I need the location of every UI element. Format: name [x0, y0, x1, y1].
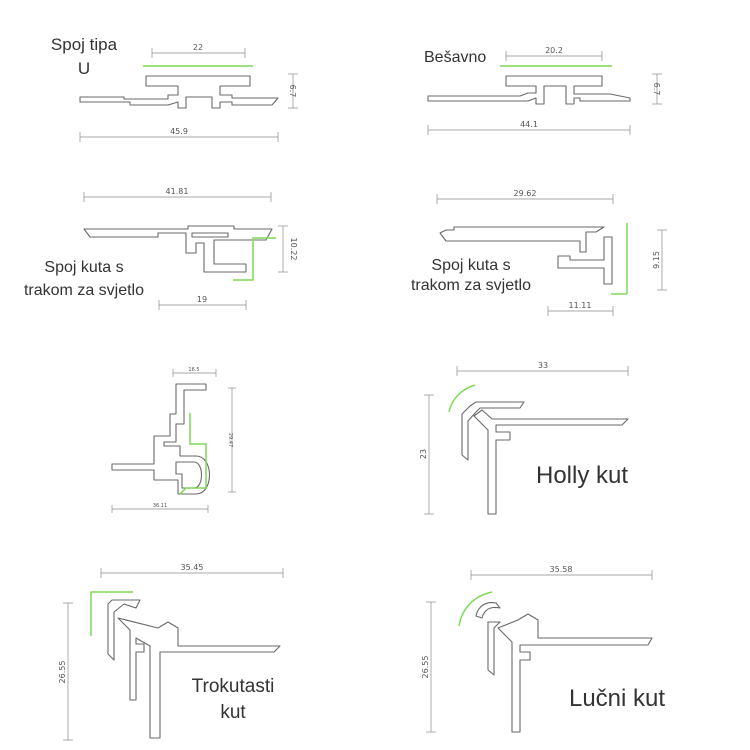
tri-height-dim: 26.55 [58, 661, 67, 684]
cl-width-dim: 41.81 [166, 187, 189, 196]
seamless-top-dim: 20.2 [545, 46, 563, 55]
cr-width-dim: 29.62 [514, 189, 537, 198]
u-joint-top-dim: 22 [193, 43, 203, 52]
mid-height-dim: 29.47 [227, 433, 233, 447]
corner-strip-left-profile [83, 225, 273, 273]
holly-corner-group: 33 23 Holly kut [419, 361, 629, 515]
u-joint-label-line2: U [78, 59, 90, 78]
holly-led-arc [448, 384, 476, 413]
u-joint-label-line1: Spoj tipa [51, 35, 118, 54]
arc-corner-group: 35.58 26.55 Lučni kut [421, 565, 665, 733]
tri-led-strip [90, 591, 133, 636]
u-joint-height-dim: 6.7 [288, 85, 297, 98]
holly-corner-profile [461, 401, 629, 515]
corner-strip-left-group: 41.81 10.22 19 Spoj kuta s trakom za svj… [24, 187, 298, 310]
arc-led-arc [458, 591, 493, 627]
triangular-label-line2: kut [220, 702, 246, 723]
mid-top-dim: 16.5 [188, 367, 199, 373]
triangular-label-line1: Trokutasti [192, 676, 275, 697]
cr-bottom-dim: 11.11 [569, 301, 592, 310]
seamless-profile-group: Bešavno 20.2 6.7 44.1 [424, 46, 662, 135]
cl-height-dim: 10.22 [289, 238, 298, 261]
u-joint-profile [79, 75, 279, 109]
corner-strip-right-label-line2: trakom za svjetlo [411, 277, 531, 294]
seamless-height-dim: 6.7 [652, 83, 661, 96]
corner-strip-left-label-line2: trakom za svjetlo [24, 282, 144, 299]
arc-width-dim: 35.58 [550, 565, 573, 574]
arc-height-dim: 26.55 [421, 656, 430, 679]
u-joint-profile-group: Spoj tipa U 22 6.7 45.9 [51, 35, 298, 142]
corner-strip-right-group: 29.62 9.15 11.11 Spoj kuta s trakom za s… [411, 189, 667, 316]
triangular-corner-group: 35.45 26.55 Trokutasti kut [58, 563, 284, 741]
triangular-corner-profile [107, 599, 281, 739]
holly-width-dim: 33 [538, 361, 548, 370]
corner-strip-left-label-line1: Spoj kuta s [44, 259, 123, 276]
seamless-profile [427, 75, 631, 105]
holly-label: Holly kut [536, 462, 628, 489]
mid-led-strip [179, 413, 207, 495]
seamless-label: Bešavno [424, 49, 486, 66]
round-end-profile [111, 383, 210, 495]
corner-strip-right-label-line1: Spoj kuta s [431, 257, 510, 274]
cr-height-dim: 9.15 [652, 251, 661, 269]
mid-bottom-dim: 36.11 [153, 503, 167, 509]
tri-width-dim: 35.45 [181, 563, 204, 572]
cl-led-strip [233, 237, 276, 281]
cl-bottom-dim: 19 [197, 295, 207, 304]
round-end-profile-group: 16.5 29.47 36.11 [111, 367, 236, 513]
corner-strip-right-profile [439, 226, 613, 285]
u-joint-width-dim: 45.9 [170, 127, 188, 136]
arc-corner-profile [475, 602, 653, 733]
seamless-width-dim: 44.1 [520, 120, 538, 129]
arc-label: Lučni kut [569, 685, 665, 712]
holly-height-dim: 23 [419, 449, 428, 459]
